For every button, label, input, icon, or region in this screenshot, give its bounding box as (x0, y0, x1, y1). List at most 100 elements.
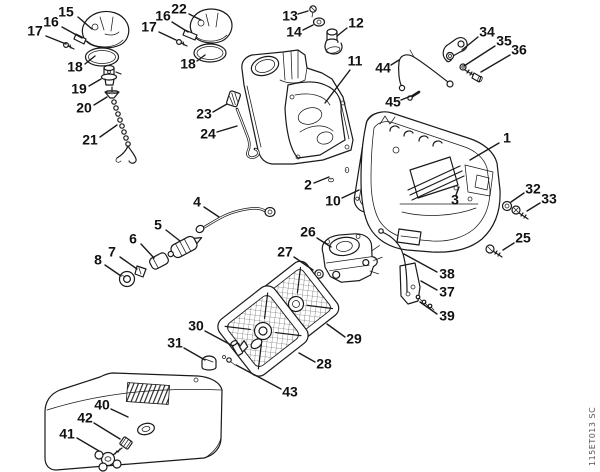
callout-34: 34 (479, 24, 495, 40)
twist-lock-30 (230, 340, 249, 356)
callout-38: 38 (439, 266, 455, 282)
callout-40: 40 (94, 397, 110, 413)
leader-line-6 (140, 243, 155, 259)
callout-32: 32 (525, 181, 541, 197)
leader-line-26 (316, 237, 332, 248)
bushing-42 (119, 436, 133, 450)
oil-cap-22 (189, 8, 233, 44)
leader-line-20 (93, 96, 108, 106)
leader-line-35 (463, 45, 496, 67)
throttle-rod-44 (398, 49, 454, 92)
lever-34 (442, 37, 468, 63)
hose-nipple-7 (134, 265, 147, 278)
callout-21: 21 (82, 132, 98, 148)
leader-line-10 (341, 189, 360, 199)
callout-43: 43 (282, 384, 298, 400)
callout-33: 33 (541, 191, 557, 207)
leader-line-41 (76, 437, 100, 452)
callout-42: 42 (77, 410, 93, 426)
grommet-8 (118, 270, 136, 288)
vent-valve-19 (100, 64, 122, 86)
leader-line-18 (196, 54, 206, 62)
leader-line-3 (455, 186, 460, 196)
callout-20: 20 (76, 100, 92, 116)
screw-13 (309, 5, 317, 18)
leader-line-42 (93, 422, 121, 440)
fuel-tank-11 (241, 49, 354, 165)
callout-4: 4 (193, 194, 201, 210)
screw-33 (511, 205, 529, 220)
cap-screw-17b (176, 38, 188, 47)
callout-1: 1 (503, 130, 511, 146)
knob-31 (201, 355, 217, 371)
screw-36 (464, 69, 483, 83)
callout-10: 10 (325, 193, 341, 209)
leader-line-30 (204, 330, 234, 347)
leader-line-37 (420, 280, 438, 291)
leader-line-39 (419, 301, 438, 315)
callout-39: 39 (439, 308, 455, 324)
washer-32 (501, 200, 513, 212)
leader-line-2 (313, 176, 330, 184)
leader-line-21 (99, 124, 118, 138)
elbow-connector-2 (328, 167, 350, 183)
leader-line-36 (480, 54, 511, 73)
leader-line-33 (526, 202, 541, 212)
choke-rod-38 (378, 228, 408, 293)
bracket-37 (399, 262, 421, 305)
retainer-chain-21 (111, 99, 137, 164)
leader-line-23 (212, 103, 228, 113)
callout-24: 24 (200, 126, 216, 142)
carburetor-26 (321, 233, 383, 283)
leader-line-15 (77, 16, 93, 30)
leader-line-29 (326, 323, 346, 338)
screws-39 (415, 294, 435, 311)
leader-line-40 (110, 408, 129, 418)
callout-6: 6 (129, 231, 137, 247)
callout-16: 16 (43, 14, 59, 30)
fuel-cap-15 (81, 10, 130, 49)
leader-line-8 (104, 264, 122, 277)
callout-18: 18 (180, 56, 196, 72)
leader-line-24 (216, 125, 238, 133)
valve-washer-20 (104, 86, 120, 99)
leader-line-44 (390, 59, 400, 66)
callout-29: 29 (346, 331, 362, 347)
cap-pin-16b (182, 29, 198, 41)
leader-line-28 (298, 352, 316, 363)
leader-line-11 (324, 69, 351, 104)
leader-line-25 (502, 242, 515, 251)
leader-line-38 (403, 253, 438, 273)
callout-13: 13 (282, 8, 298, 24)
leader-line-32 (510, 192, 525, 203)
callout-17: 17 (27, 23, 43, 39)
callout-25: 25 (515, 230, 531, 246)
callout-15: 15 (58, 4, 74, 20)
screw-25 (485, 244, 503, 258)
leader-line-31 (183, 347, 206, 361)
callout-8: 8 (94, 252, 102, 268)
leader-line-17 (158, 31, 177, 41)
filter-sleeve-6 (149, 252, 169, 270)
leader-line-19 (88, 78, 102, 87)
leader-line-12 (336, 27, 348, 37)
callout-5: 5 (154, 217, 162, 233)
washer-14 (312, 17, 326, 27)
cap-pin-16a (73, 33, 87, 45)
callout-26: 26 (300, 224, 316, 240)
o-ring-18a (84, 47, 120, 67)
callout-23: 23 (196, 106, 212, 122)
leader-line-14 (302, 24, 314, 31)
filter-cover-40 (44, 372, 223, 471)
fuel-filter-5 (167, 235, 203, 259)
callout-2: 2 (304, 177, 312, 193)
leader-line-17 (45, 35, 67, 45)
suction-hose-24 (235, 107, 260, 159)
leader-line-45 (400, 95, 412, 101)
leader-line-34 (461, 36, 479, 51)
drawing-code: 115ET013 SC (588, 407, 597, 466)
callout-28: 28 (316, 356, 332, 372)
leader-line-4 (203, 206, 220, 218)
callout-19: 19 (71, 81, 87, 97)
